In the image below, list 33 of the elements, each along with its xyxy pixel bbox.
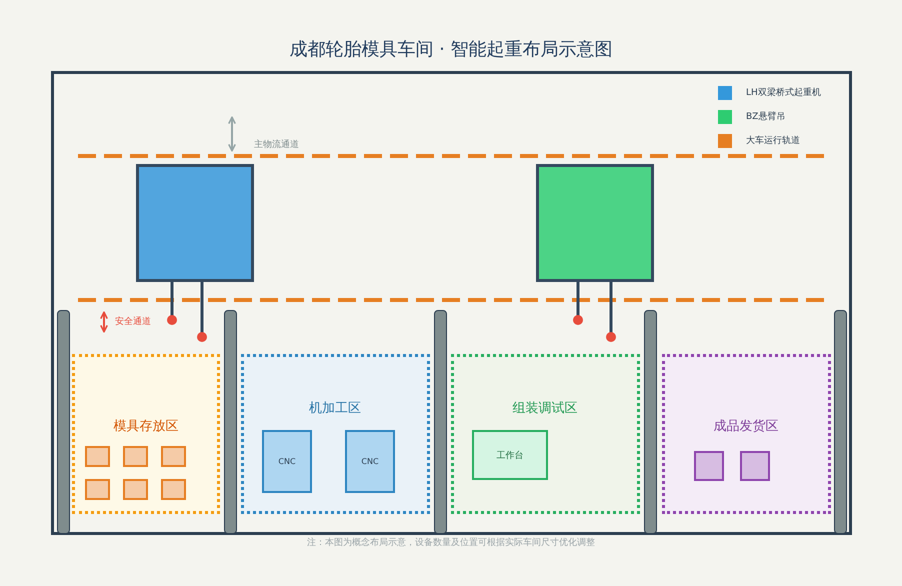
mold-block [85, 446, 110, 467]
steel-column [224, 310, 237, 534]
zone-area [241, 354, 430, 514]
steel-column [57, 310, 70, 534]
zone-area [662, 354, 831, 514]
mold-block [161, 446, 186, 467]
aisle-label: 安全通道 [115, 316, 151, 328]
crane-block [136, 164, 254, 282]
legend-label: BZ悬臂吊 [746, 110, 786, 124]
zone-label: 模具存放区 [114, 418, 178, 436]
zone-label: 成品发货区 [714, 418, 778, 436]
cnc-machine: CNC [262, 430, 312, 493]
aisle-label: 主物流通道 [254, 139, 299, 151]
legend-label: 大车运行轨道 [746, 134, 800, 148]
steel-column [434, 310, 447, 534]
cnc-machine: CNC [345, 430, 395, 493]
workbench: 工作台 [472, 430, 548, 480]
zone-area [72, 354, 220, 514]
mold-block [85, 479, 110, 500]
legend-label: LH双梁桥式起重机 [746, 86, 821, 100]
diagram-title: 成都轮胎模具车间 · 智能起重布局示意图 [289, 38, 613, 62]
mold-block [123, 479, 148, 500]
zone-label: 组装调试区 [512, 400, 578, 418]
zone-label: 机加工区 [309, 400, 361, 418]
steel-column [834, 310, 847, 534]
zone-area [451, 354, 640, 514]
mold-block [161, 479, 186, 500]
crane-block [536, 164, 654, 282]
mold-block [123, 446, 148, 467]
goods-pallet [740, 451, 770, 481]
footnote: 注：本图为概念布局示意，设备数量及位置可根据实际车间尺寸优化调整 [307, 537, 595, 550]
steel-column [644, 310, 657, 534]
goods-pallet [694, 451, 724, 481]
